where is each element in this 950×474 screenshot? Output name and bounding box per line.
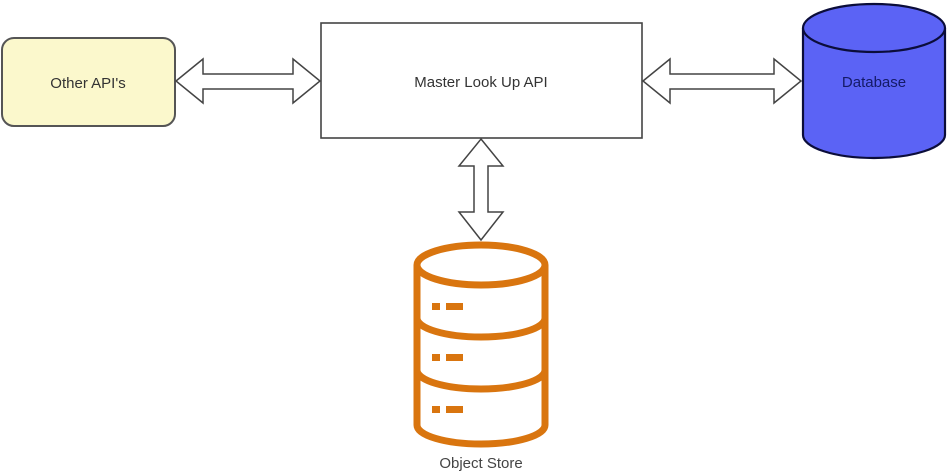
other-apis-node[interactable]: Other API's	[1, 37, 176, 127]
arrow-master-objectstore	[457, 137, 505, 242]
database-cylinder-body	[801, 28, 947, 160]
master-api-node[interactable]: Master Look Up API	[320, 22, 643, 139]
database-cylinder-top	[801, 2, 947, 54]
arrow-other-master	[174, 57, 322, 105]
other-apis-box	[1, 37, 176, 127]
object-store-label: Object Store	[439, 455, 522, 472]
object-store-icon	[413, 241, 549, 448]
master-api-label: Master Look Up API	[414, 74, 547, 91]
database-node[interactable]: Database	[801, 2, 947, 160]
database-label: Database	[842, 74, 906, 91]
other-apis-label: Other API's	[50, 75, 125, 92]
arrow-master-database	[641, 57, 803, 105]
master-api-box	[320, 22, 643, 139]
object-store-node[interactable]: Object Store	[413, 241, 549, 472]
